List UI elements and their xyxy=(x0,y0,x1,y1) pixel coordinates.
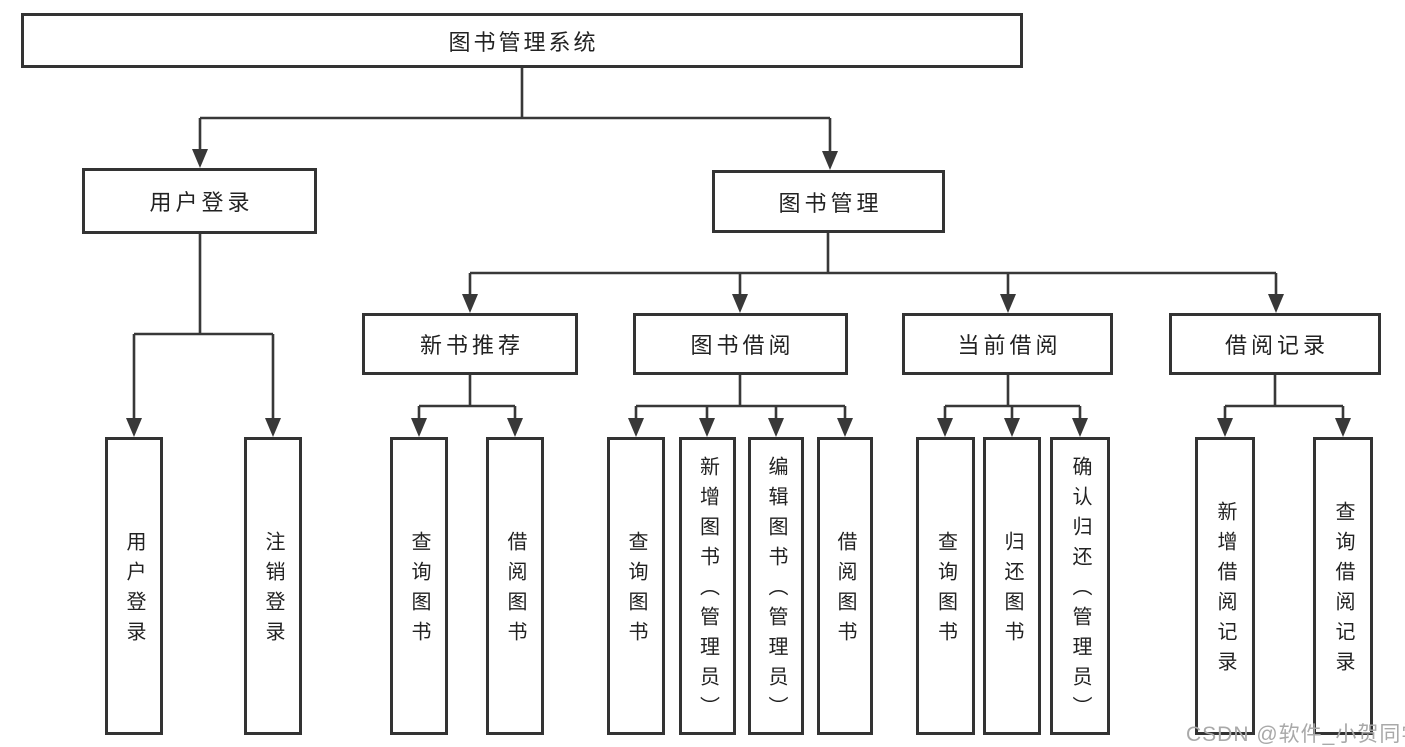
leaf-br-query-record-label: 查询借阅记录 xyxy=(1332,501,1354,681)
csdn-watermark: CSDN @软件_小贺同学 xyxy=(1186,723,1405,746)
node-current-borrow: 当前借阅 xyxy=(902,313,1113,375)
leaf-bb-borrow-books: 借阅图书 xyxy=(817,437,873,735)
leaf-cb-return-books: 归还图书 xyxy=(983,437,1041,735)
arrowhead-br-add xyxy=(1217,418,1233,437)
node-new-book-recommend: 新书推荐 xyxy=(362,313,578,375)
leaf-br-query-record: 查询借阅记录 xyxy=(1313,437,1373,735)
leaf-cb-return-books-label: 归还图书 xyxy=(1001,531,1023,651)
leaf-logout: 注销登录 xyxy=(244,437,302,735)
leaf-rec-query-books: 查询图书 xyxy=(390,437,448,735)
node-borrow-records: 借阅记录 xyxy=(1169,313,1381,375)
leaf-rec-borrow-books: 借阅图书 xyxy=(486,437,544,735)
arrowhead-rec-borrow xyxy=(507,418,523,437)
leaf-cb-confirm-return-label: 确认归还（管理员） xyxy=(1069,456,1091,726)
connector-book-borrow-branch xyxy=(634,375,847,421)
arrowhead-user-login xyxy=(192,149,208,168)
leaf-bb-edit-books-label: 编辑图书（管理员） xyxy=(765,456,787,726)
arrowhead-bb-edit xyxy=(768,418,784,437)
leaf-cb-query-books-label: 查询图书 xyxy=(934,531,957,651)
arrowhead-cb-return xyxy=(1004,418,1020,437)
leaf-bb-add-books: 新增图书（管理员） xyxy=(679,437,736,735)
leaf-br-add-record: 新增借阅记录 xyxy=(1195,437,1255,735)
leaf-bb-edit-books: 编辑图书（管理员） xyxy=(748,437,804,735)
arrowhead-book-borrow xyxy=(732,294,748,313)
connector-borrow-records-branch xyxy=(1223,375,1345,421)
leaf-bb-add-books-label: 新增图书（管理员） xyxy=(696,456,719,726)
leaf-rec-borrow-books-label: 借阅图书 xyxy=(504,531,526,651)
node-book-borrow: 图书借阅 xyxy=(633,313,848,375)
arrowhead-leaf-user-login xyxy=(126,418,142,437)
connector-current-borrow-branch xyxy=(943,375,1082,421)
arrowhead-bb-add xyxy=(699,418,715,437)
leaf-user-login: 用户登录 xyxy=(105,437,163,735)
connector-root-branch xyxy=(198,68,832,154)
leaf-cb-query-books: 查询图书 xyxy=(916,437,975,735)
arrowhead-current-borrow xyxy=(1000,294,1016,313)
node-root: 图书管理系统 xyxy=(21,13,1023,68)
arrowhead-bb-query xyxy=(628,418,644,437)
connector-recommend-branch xyxy=(417,375,517,421)
arrowhead-leaf-logout xyxy=(265,418,281,437)
connector-book-management-branch xyxy=(468,233,1278,297)
leaf-cb-confirm-return: 确认归还（管理员） xyxy=(1050,437,1110,735)
arrowhead-new-book-recommend xyxy=(462,294,478,313)
node-book-management: 图书管理 xyxy=(712,170,945,233)
connector-user-login-branch xyxy=(132,234,275,421)
leaf-bb-query-books-label: 查询图书 xyxy=(625,531,647,651)
leaf-logout-label: 注销登录 xyxy=(262,531,284,651)
leaf-user-login-label: 用户登录 xyxy=(123,531,145,651)
arrowhead-cb-query xyxy=(937,418,953,437)
leaf-rec-query-books-label: 查询图书 xyxy=(408,531,430,651)
arrowhead-rec-query xyxy=(411,418,427,437)
arrowhead-bb-borrow xyxy=(837,418,853,437)
leaf-bb-borrow-books-label: 借阅图书 xyxy=(834,531,856,651)
arrowhead-book-management xyxy=(822,151,838,170)
arrowhead-borrow-records xyxy=(1268,294,1284,313)
node-user-login: 用户登录 xyxy=(82,168,317,234)
arrowhead-cb-confirm xyxy=(1072,418,1088,437)
leaf-br-add-record-label: 新增借阅记录 xyxy=(1214,501,1236,681)
arrowhead-br-query xyxy=(1335,418,1351,437)
leaf-bb-query-books: 查询图书 xyxy=(607,437,665,735)
